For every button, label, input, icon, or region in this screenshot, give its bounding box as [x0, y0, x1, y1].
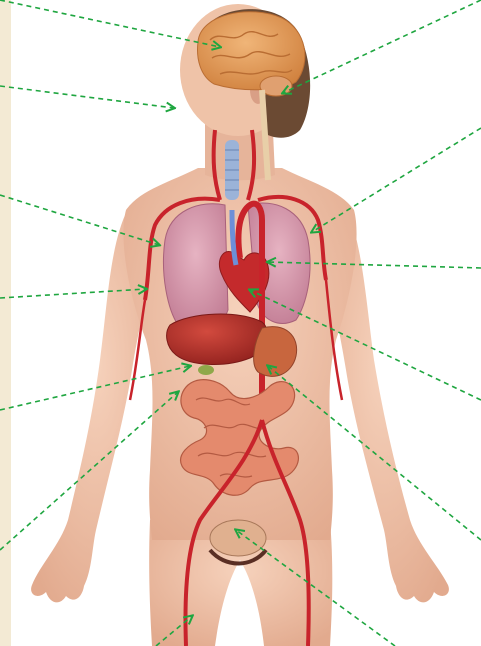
liver	[167, 314, 268, 364]
gallbladder	[198, 365, 214, 375]
brain	[198, 12, 305, 90]
pointer-face-nose	[0, 86, 174, 108]
right-lung	[163, 204, 228, 330]
pointer-spinal-cord	[283, 0, 481, 93]
urinary-bladder	[210, 520, 266, 556]
pointer-brain	[0, 0, 220, 47]
stomach	[254, 327, 297, 377]
